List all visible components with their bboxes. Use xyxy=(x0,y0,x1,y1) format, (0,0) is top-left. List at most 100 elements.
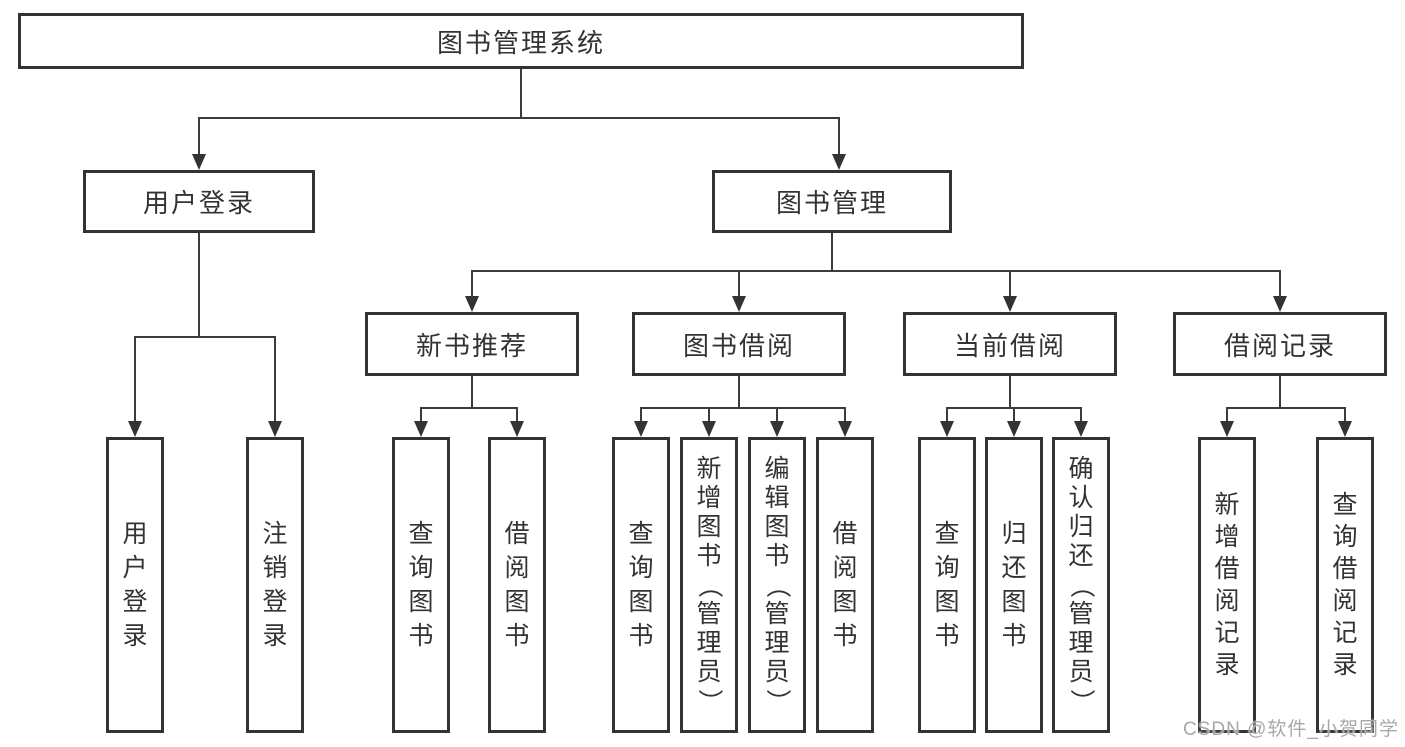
node-label-char: 录 xyxy=(1332,650,1358,679)
node-label-char: 图 xyxy=(764,512,790,541)
connector-line xyxy=(1344,407,1346,421)
connector-line xyxy=(844,407,846,421)
node-label-char: 录 xyxy=(1214,650,1240,679)
connector-line xyxy=(198,233,200,337)
node-current-borrowing: 当前借阅 xyxy=(903,312,1117,376)
node-label: 借阅记录 xyxy=(1223,330,1336,361)
connector-line xyxy=(1226,407,1346,409)
node-label-char: 借 xyxy=(1332,554,1358,583)
connector-line xyxy=(776,407,778,421)
node-label-char: （ xyxy=(695,572,724,598)
node-label-char: 录 xyxy=(122,621,148,650)
connector-line xyxy=(738,270,740,296)
node-label-char: 还 xyxy=(1068,541,1094,570)
node-label-char: 辑 xyxy=(764,483,790,512)
node-label-char: 借 xyxy=(832,519,858,548)
node-label-char: （ xyxy=(763,572,792,598)
node-label-char: 新 xyxy=(696,454,722,483)
connector-line xyxy=(946,407,948,421)
connector-line xyxy=(471,270,473,296)
node-label-char: 管 xyxy=(764,599,790,628)
node-label-char: 员 xyxy=(764,657,790,686)
node-label: 新书推荐 xyxy=(415,330,528,361)
node-label: 当前借阅 xyxy=(953,330,1066,361)
node-label-char: 新 xyxy=(1214,490,1240,519)
arrowhead-down-icon xyxy=(128,421,142,437)
node-label-char: 阅 xyxy=(1214,586,1240,615)
node-label-char: 录 xyxy=(262,621,288,650)
node-label-char: （ xyxy=(1067,572,1096,598)
node-borrow-records: 借阅记录 xyxy=(1173,312,1387,376)
node-label-char: 书 xyxy=(934,621,960,650)
node-label-char: 员 xyxy=(1068,657,1094,686)
connector-line xyxy=(1226,407,1228,421)
connector-line xyxy=(640,407,846,409)
node-label-char: 管 xyxy=(696,599,722,628)
node-label: 图书借阅 xyxy=(682,330,795,361)
node-query-borrow-record: 查询借阅记录 xyxy=(1316,437,1374,733)
node-label: 图书管理系统 xyxy=(436,27,605,58)
connector-line xyxy=(640,407,642,421)
node-return-book: 归还图书 xyxy=(985,437,1043,733)
node-query-books-recommend: 查询图书 xyxy=(392,437,450,733)
connector-line xyxy=(520,68,522,119)
node-label-char: 注 xyxy=(262,519,288,548)
node-add-borrow-record: 新增借阅记录 xyxy=(1198,437,1256,733)
node-label-char: 阅 xyxy=(832,553,858,582)
connector-line xyxy=(1279,376,1281,409)
node-label-char: 阅 xyxy=(504,553,530,582)
connector-line xyxy=(838,117,840,154)
node-label-char: ） xyxy=(763,688,792,714)
node-label-char: 还 xyxy=(1001,553,1027,582)
connector-line xyxy=(516,407,518,421)
node-label-char: 书 xyxy=(628,621,654,650)
connector-line xyxy=(738,376,740,409)
node-label-char: 书 xyxy=(504,621,530,650)
node-label: 用户登录 xyxy=(142,188,255,218)
node-book-management: 图书管理 xyxy=(712,170,952,233)
connector-line xyxy=(1279,270,1281,296)
node-label-char: 查 xyxy=(1332,490,1358,519)
arrowhead-down-icon xyxy=(838,421,852,437)
node-label-char: 销 xyxy=(262,553,288,582)
node-label-char: 登 xyxy=(262,587,288,616)
arrowhead-down-icon xyxy=(510,421,524,437)
arrowhead-down-icon xyxy=(940,421,954,437)
node-borrow-books-leaf: 借阅图书 xyxy=(816,437,874,733)
node-label-char: 查 xyxy=(408,519,434,548)
arrowhead-down-icon xyxy=(1338,421,1352,437)
node-label-char: 认 xyxy=(1068,483,1094,512)
node-label-char: 归 xyxy=(1068,512,1094,541)
connector-line xyxy=(134,336,136,421)
node-book-borrowing: 图书借阅 xyxy=(632,312,846,376)
arrowhead-down-icon xyxy=(702,421,716,437)
node-label-char: 图 xyxy=(1001,587,1027,616)
node-label-char: ） xyxy=(695,688,724,714)
arrowhead-down-icon xyxy=(192,154,206,170)
node-label-char: 图 xyxy=(628,587,654,616)
node-label-char: 户 xyxy=(122,553,148,582)
connector-line xyxy=(1013,407,1015,421)
node-label-char: 书 xyxy=(832,621,858,650)
connector-line xyxy=(471,270,1281,272)
arrowhead-down-icon xyxy=(732,296,746,312)
node-label-char: 确 xyxy=(1068,454,1094,483)
connector-line xyxy=(198,117,840,119)
arrowhead-down-icon xyxy=(1003,296,1017,312)
node-label-char: 增 xyxy=(1214,522,1240,551)
node-label-char: 书 xyxy=(696,541,722,570)
node-logout-leaf: 注销登录 xyxy=(246,437,304,733)
arrowhead-down-icon xyxy=(634,421,648,437)
arrowhead-down-icon xyxy=(832,154,846,170)
connector-line xyxy=(420,407,422,421)
node-query-books-borrowing: 查询图书 xyxy=(612,437,670,733)
arrowhead-down-icon xyxy=(1074,421,1088,437)
node-user-login-leaf: 用户登录 xyxy=(106,437,164,733)
node-label-char: 图 xyxy=(832,587,858,616)
node-label-char: 理 xyxy=(764,628,790,657)
arrowhead-down-icon xyxy=(414,421,428,437)
arrowhead-down-icon xyxy=(465,296,479,312)
node-label-char: 管 xyxy=(1068,599,1094,628)
node-borrow-books-recommend: 借阅图书 xyxy=(488,437,546,733)
